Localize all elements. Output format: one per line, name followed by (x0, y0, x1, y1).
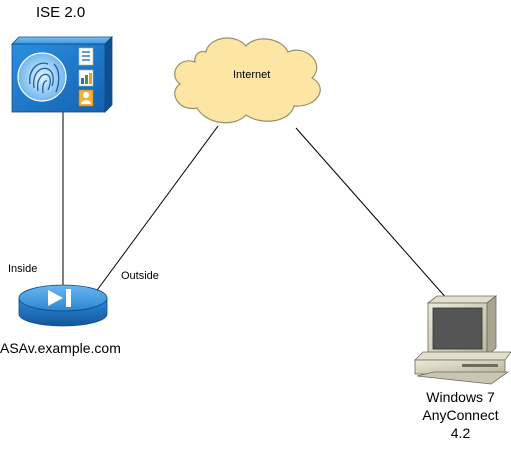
outside-interface-label: Outside (121, 270, 159, 282)
links (62, 112, 449, 301)
cloud-icon (174, 37, 321, 124)
link-internet-client (295, 127, 449, 301)
client-os-label: Windows 7 (426, 389, 495, 405)
link-asa-internet (94, 125, 219, 294)
firewall-icon (18, 284, 108, 327)
inside-interface-label: Inside (8, 263, 38, 275)
ise-label: ISE 2.0 (36, 4, 86, 21)
asa-hostname-label: ASAv.example.com (0, 340, 121, 356)
client-version-label: 4.2 (450, 425, 471, 441)
ise-server-icon (11, 36, 113, 113)
pc-screen (432, 307, 483, 350)
fingerprint-icon (17, 52, 67, 102)
pc-icon (414, 295, 511, 385)
client-app-label: AnyConnect (422, 407, 499, 423)
internet-label: Internet (233, 69, 271, 81)
